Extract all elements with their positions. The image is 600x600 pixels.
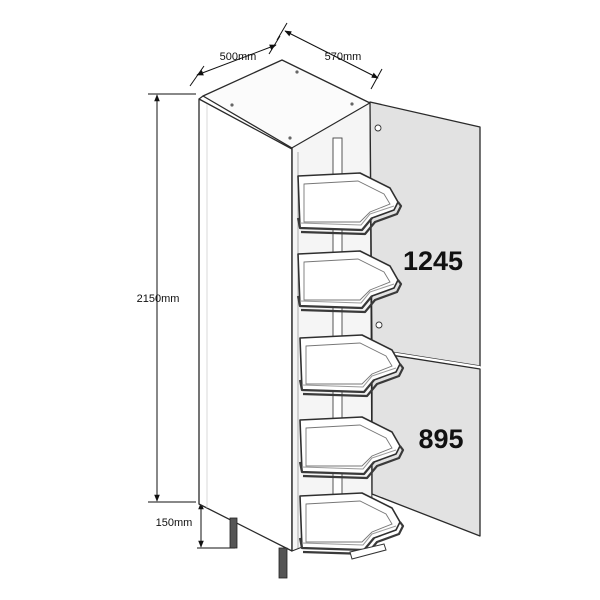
door-upper-height-label: 1245 (403, 246, 463, 276)
cabinet-side-panel (198, 98, 293, 552)
basket-pivot-mechanism (349, 543, 387, 560)
depth-label: 500mm (220, 51, 257, 63)
basket-shelf-5 (298, 491, 405, 556)
door-lower-height-label: 895 (418, 424, 463, 454)
width-label: 570mm (325, 51, 362, 63)
dimension-height (148, 93, 196, 503)
door-hinge-middle (375, 321, 383, 329)
cabinet-door-upper (369, 101, 481, 367)
cabinet-leg-back (229, 517, 238, 549)
height-label: 2150mm (137, 293, 180, 305)
door-hinge-top (374, 124, 382, 132)
dimension-plinth (197, 502, 235, 549)
cabinet-leg-front (278, 547, 288, 579)
plinth-label: 150mm (156, 517, 193, 529)
dimension-width (276, 22, 383, 90)
cabinet-interior (291, 102, 373, 552)
